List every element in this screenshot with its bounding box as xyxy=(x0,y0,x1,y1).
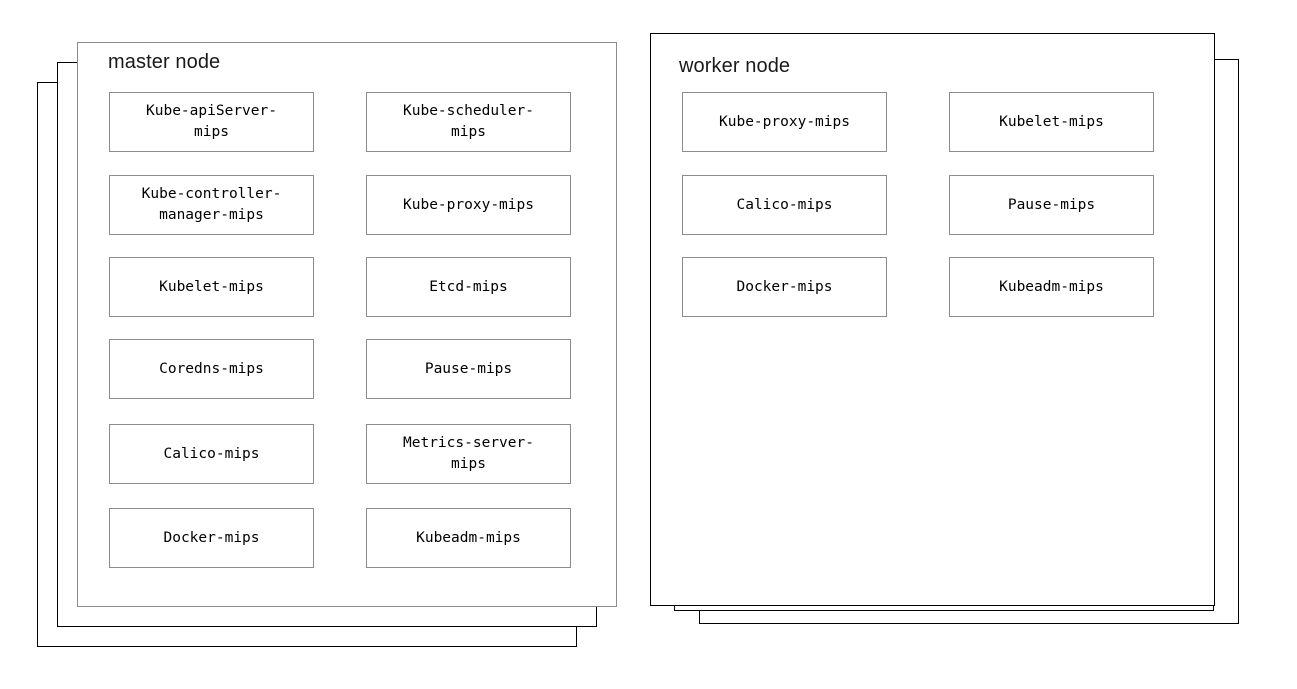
component-box-pause-mips[interactable]: Pause-mips xyxy=(366,339,571,399)
component-box-worker-pause-mips[interactable]: Pause-mips xyxy=(949,175,1154,235)
component-label: Pause-mips xyxy=(1007,196,1096,213)
component-label: Pause-mips xyxy=(424,360,513,377)
component-box-worker-calico-mips[interactable]: Calico-mips xyxy=(682,175,887,235)
component-label: Kube-proxy-mips xyxy=(403,196,534,213)
component-label: Docker-mips xyxy=(736,278,833,295)
component-label: Kubelet-mips xyxy=(159,278,264,295)
component-box-metrics-server-mips[interactable]: Metrics-server- mips xyxy=(366,424,571,484)
component-label: Etcd-mips xyxy=(429,278,508,295)
component-box-docker-mips[interactable]: Docker-mips xyxy=(109,508,314,568)
component-label: Kube-controller- manager-mips xyxy=(141,186,282,223)
component-label: Kube-apiServer- mips xyxy=(146,103,277,140)
component-label: Kube-scheduler- mips xyxy=(403,103,534,140)
component-box-worker-docker-mips[interactable]: Docker-mips xyxy=(682,257,887,317)
component-box-kube-proxy-mips[interactable]: Kube-proxy-mips xyxy=(366,175,571,235)
component-label: Kube-proxy-mips xyxy=(719,113,850,130)
component-label: Kubeadm-mips xyxy=(999,278,1104,295)
component-label: Coredns-mips xyxy=(159,360,264,377)
component-box-coredns-mips[interactable]: Coredns-mips xyxy=(109,339,314,399)
component-box-calico-mips[interactable]: Calico-mips xyxy=(109,424,314,484)
component-label: Calico-mips xyxy=(736,196,833,213)
component-box-kubelet-mips[interactable]: Kubelet-mips xyxy=(109,257,314,317)
component-box-kubeadm-mips[interactable]: Kubeadm-mips xyxy=(366,508,571,568)
master-node-title: master node xyxy=(108,51,221,73)
component-box-worker-kubelet-mips[interactable]: Kubelet-mips xyxy=(949,92,1154,152)
component-label: Docker-mips xyxy=(163,529,260,546)
component-label: Kubeadm-mips xyxy=(416,529,521,546)
component-label: Calico-mips xyxy=(163,445,260,462)
component-label: Kubelet-mips xyxy=(999,113,1104,130)
worker-node-title: worker node xyxy=(679,55,791,77)
component-label: Metrics-server- mips xyxy=(403,435,534,472)
component-box-worker-kube-proxy-mips[interactable]: Kube-proxy-mips xyxy=(682,92,887,152)
component-box-etcd-mips[interactable]: Etcd-mips xyxy=(366,257,571,317)
component-box-kube-scheduler-mips[interactable]: Kube-scheduler- mips xyxy=(366,92,571,152)
component-box-kube-controller-manager-mips[interactable]: Kube-controller- manager-mips xyxy=(109,175,314,235)
component-box-kube-apiserver-mips[interactable]: Kube-apiServer- mips xyxy=(109,92,314,152)
component-box-worker-kubeadm-mips[interactable]: Kubeadm-mips xyxy=(949,257,1154,317)
